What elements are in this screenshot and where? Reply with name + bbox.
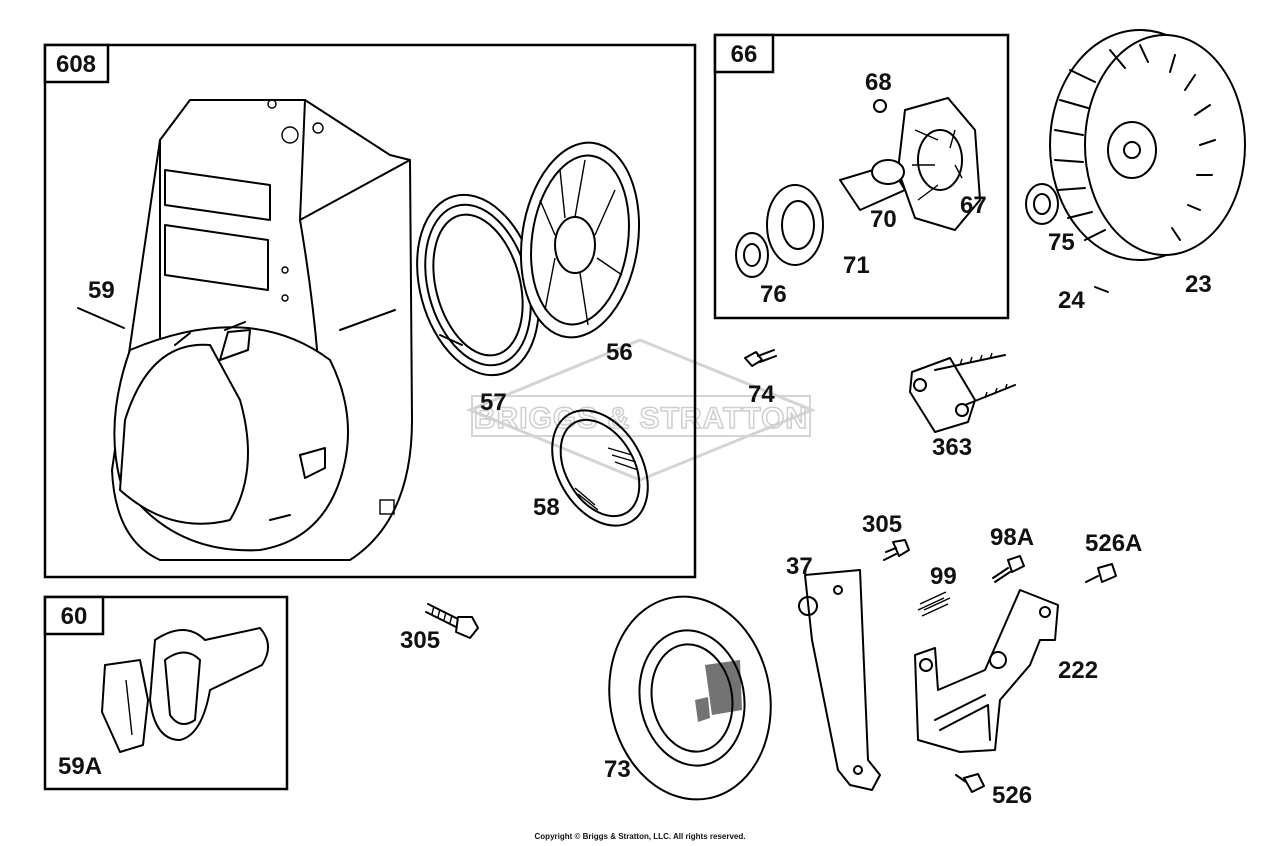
- part-58-label[interactable]: 58: [533, 494, 560, 521]
- pin-59-drawing: [77, 307, 125, 329]
- brand-watermark: BRIGGS & STRATTON: [466, 338, 816, 482]
- plate-37-drawing: [798, 569, 881, 791]
- part-71-label[interactable]: 71: [843, 252, 870, 279]
- screw-98A-drawing: [992, 555, 1025, 583]
- spring-99-drawing: [917, 591, 951, 617]
- part-526-label[interactable]: 526: [992, 782, 1032, 809]
- part-37-label[interactable]: 37: [786, 553, 813, 580]
- group-66-label: 66: [731, 41, 758, 68]
- part-76-label[interactable]: 76: [760, 281, 787, 308]
- plate-73-drawing: [608, 595, 772, 801]
- handle-59A-drawing: [101, 627, 269, 753]
- part-70-label[interactable]: 70: [870, 206, 897, 233]
- part-526A-label[interactable]: 526A: [1085, 530, 1142, 557]
- key-24-drawing: [1094, 286, 1109, 293]
- clutch-parts-drawing: [735, 97, 981, 278]
- part-57-label[interactable]: 57: [480, 389, 507, 416]
- part-75-label[interactable]: 75: [1048, 229, 1075, 256]
- screw-526-drawing: [955, 773, 985, 793]
- part-305-left-label[interactable]: 305: [400, 627, 440, 654]
- part-98A-label[interactable]: 98A: [990, 524, 1034, 551]
- screw-74-drawing: [744, 349, 777, 367]
- part-67-label[interactable]: 67: [960, 192, 987, 219]
- part-59A-label[interactable]: 59A: [58, 753, 102, 780]
- blower-housing-drawing: [111, 99, 413, 561]
- part-23-label[interactable]: 23: [1185, 271, 1212, 298]
- flywheel-23-drawing: [1049, 29, 1246, 261]
- screw-526A-drawing: [1085, 563, 1117, 583]
- part-56-label[interactable]: 56: [606, 339, 633, 366]
- bracket-363-drawing: [909, 352, 1016, 433]
- part-59-label[interactable]: 59: [88, 277, 115, 304]
- ratchet-58-drawing: [551, 409, 649, 527]
- washer-75-drawing: [1025, 183, 1059, 225]
- group-60[interactable]: 60: [43, 595, 289, 791]
- bolt-305-left-drawing: [425, 603, 479, 639]
- part-99-label[interactable]: 99: [930, 563, 957, 590]
- part-363-label[interactable]: 363: [932, 434, 972, 461]
- part-74-label[interactable]: 74: [748, 381, 775, 408]
- bracket-222-drawing: [914, 589, 1059, 753]
- watermark-text: BRIGGS & STRATTON: [474, 402, 808, 435]
- part-68-label[interactable]: 68: [865, 69, 892, 96]
- part-305-right-label[interactable]: 305: [862, 511, 902, 538]
- group-608[interactable]: 608: [43, 43, 697, 579]
- copyright-notice: Copyright © Briggs & Stratton, LLC. All …: [534, 832, 746, 841]
- pulley-56-drawing: [519, 141, 641, 339]
- group-66[interactable]: 66: [713, 33, 1010, 320]
- part-24-label[interactable]: 24: [1058, 287, 1085, 314]
- group-60-label: 60: [61, 603, 88, 630]
- group-608-label: 608: [56, 51, 96, 78]
- bolt-305-right-drawing: [883, 539, 910, 561]
- part-73-label[interactable]: 73: [604, 756, 631, 783]
- part-222-label[interactable]: 222: [1058, 657, 1098, 684]
